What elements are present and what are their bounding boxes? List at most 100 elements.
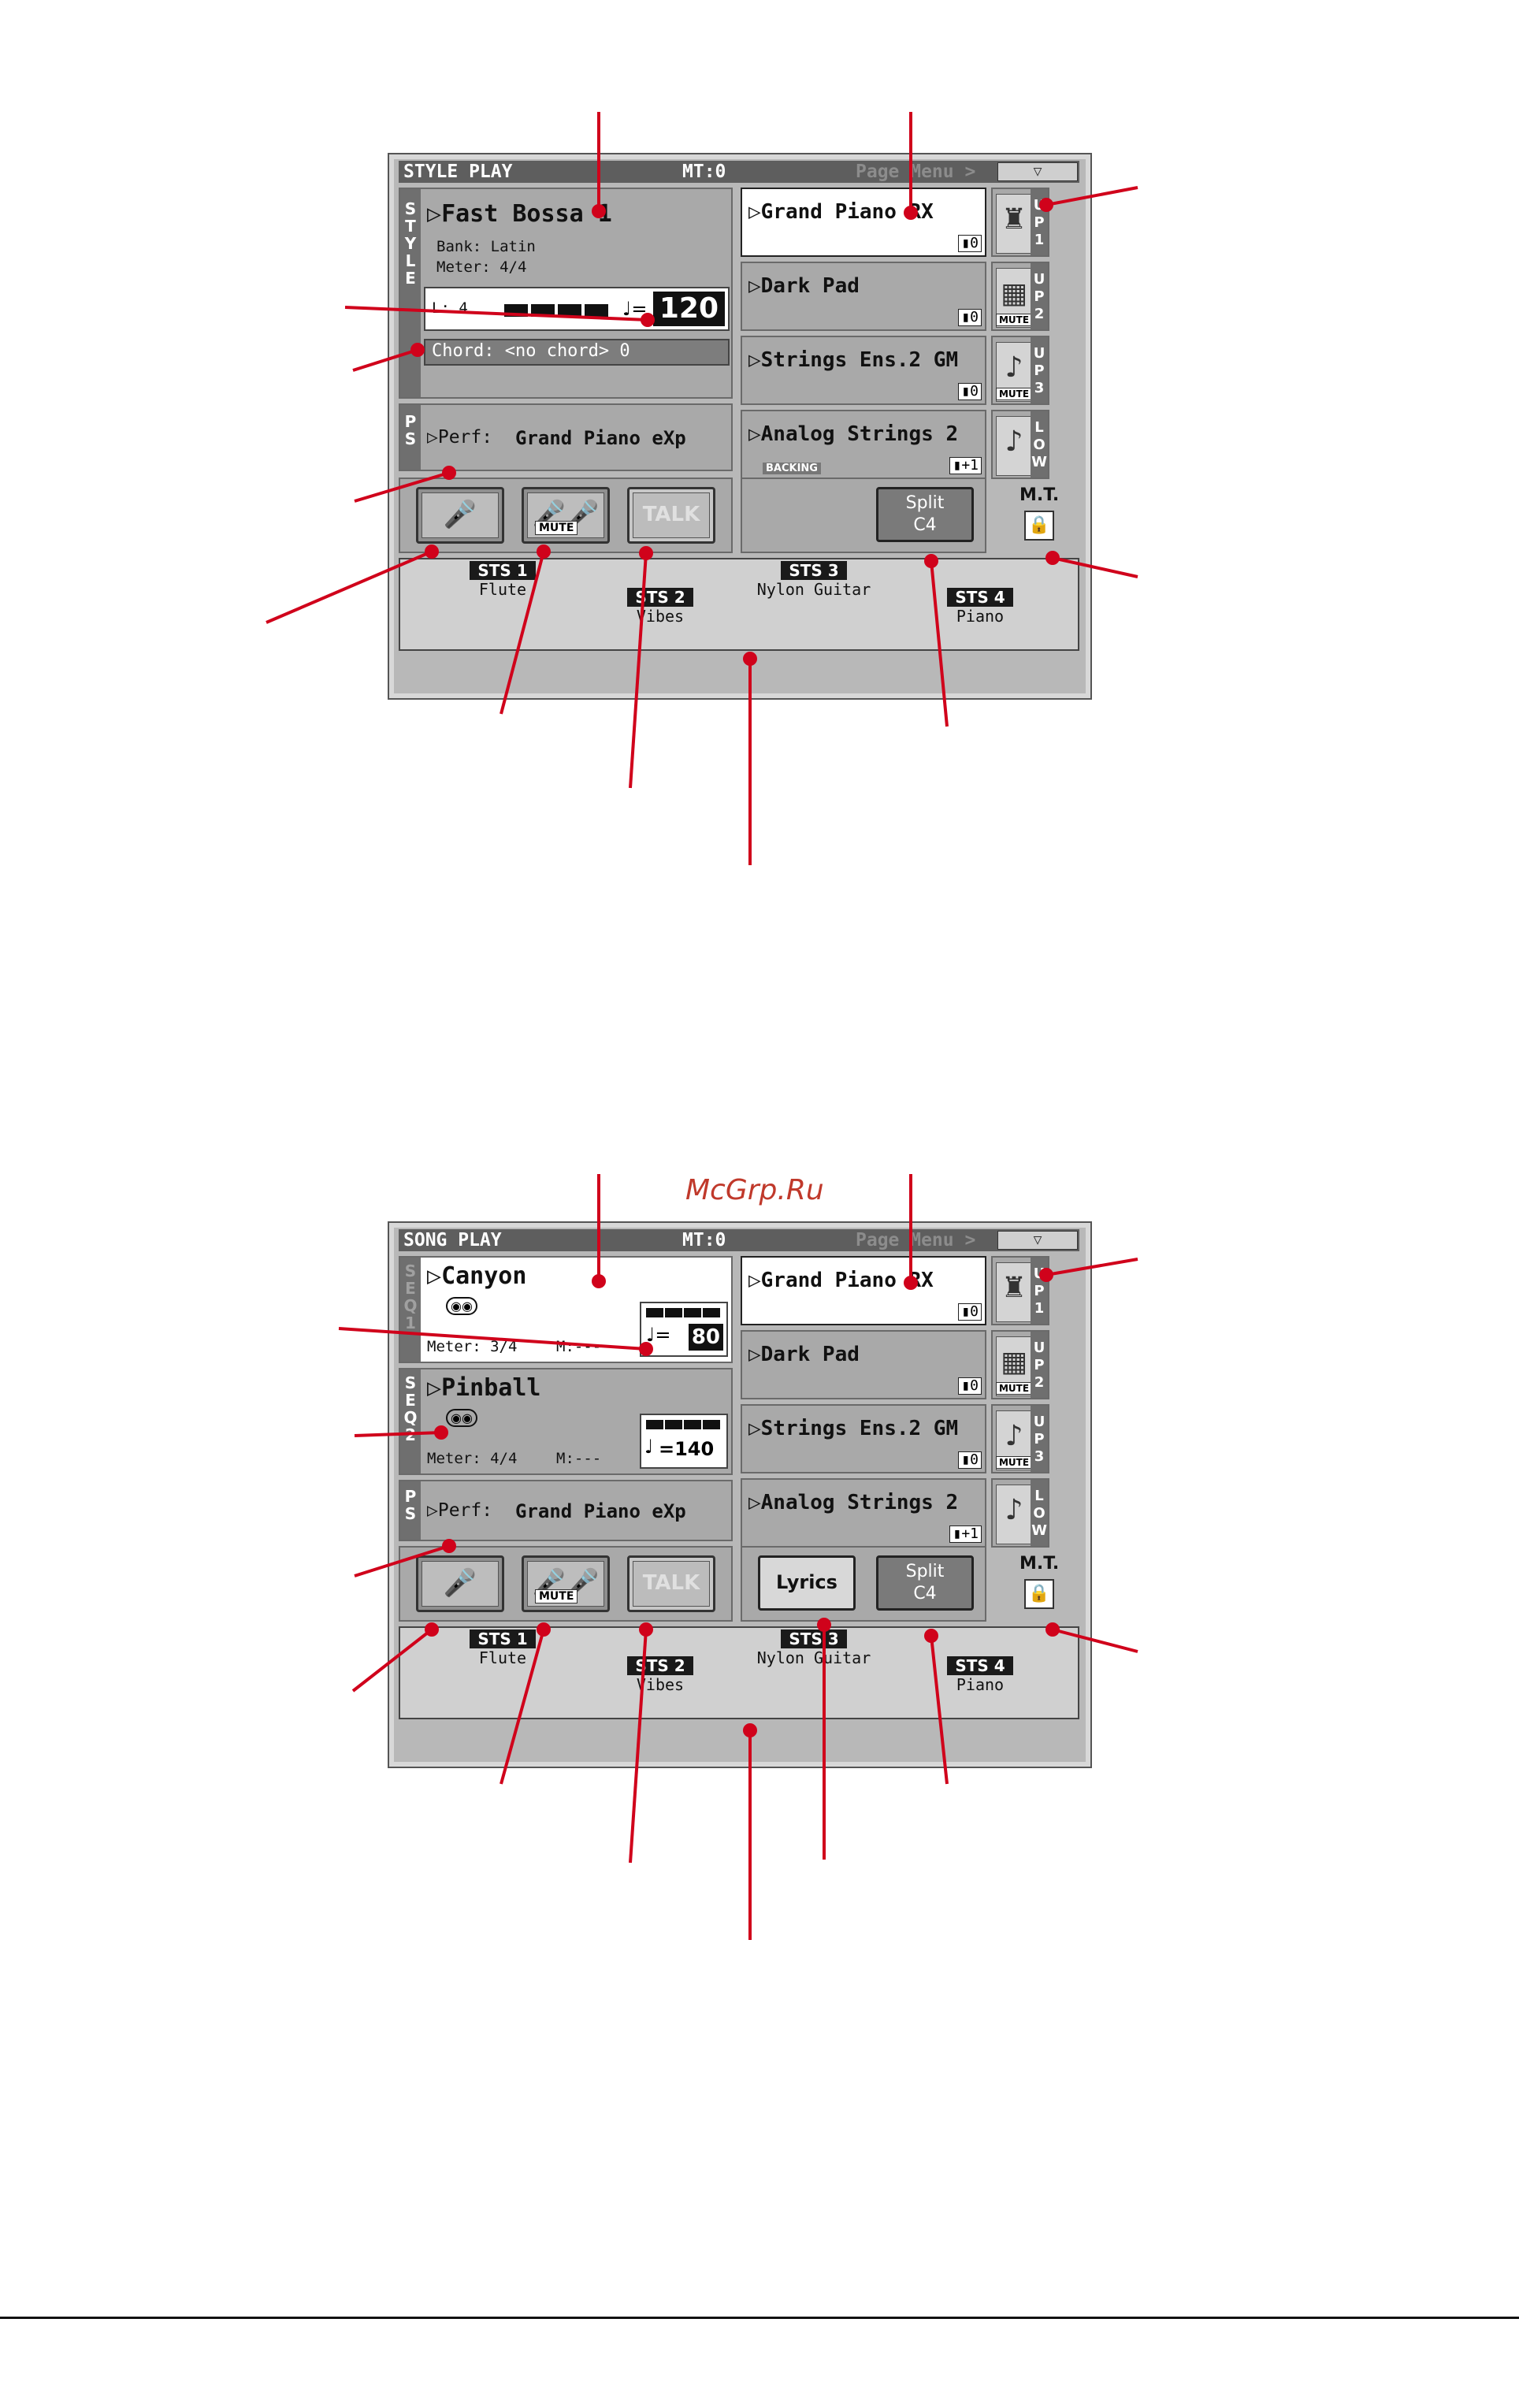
seq1-tempo-box[interactable]: ♩= 80 xyxy=(640,1302,728,1357)
style-meter: Meter: 4/4 xyxy=(436,258,527,276)
grand-piano-icon: ♜ xyxy=(996,194,1032,254)
mic-buttons-panel: 🎤 🎤🎤MUTE TALK xyxy=(399,478,733,553)
seq2-measure: M:--- xyxy=(556,1450,602,1467)
seq1-meter: Meter: 3/4 xyxy=(427,1338,518,1355)
octave-readout: ▮0 xyxy=(958,235,982,252)
track-upper-1[interactable]: ▷Grand Piano RX ▮0 xyxy=(741,188,986,257)
track-upper-2[interactable]: ▷Dark Pad ▮0 xyxy=(741,1330,986,1399)
quarter-note-icon: ♩= xyxy=(646,1324,671,1346)
triangle-down-icon: ▽ xyxy=(1033,1232,1042,1248)
beat-indicator xyxy=(646,1308,722,1317)
performance-name: Grand Piano eXp xyxy=(515,1500,686,1522)
octave-readout: ▮+1 xyxy=(949,1525,982,1543)
page-menu-button[interactable]: ▽ xyxy=(997,1231,1078,1250)
voice-mute-button[interactable]: 🎤🎤MUTE xyxy=(522,487,610,544)
performance-name: Grand Piano eXp xyxy=(515,427,686,449)
perf-label: ▷Perf: xyxy=(427,1500,493,1521)
talk-button[interactable]: TALK xyxy=(627,487,715,544)
song-2-name[interactable]: ▷Pinball xyxy=(427,1374,541,1402)
track-lower[interactable]: ▷Analog Strings 2 BACKING ▮+1 xyxy=(741,410,986,479)
microphone-icon: 🎤 xyxy=(422,492,499,538)
mic-on-button[interactable]: 🎤 xyxy=(416,1555,504,1612)
page-menu-button[interactable]: ▽ xyxy=(997,162,1078,181)
mt-label: M.T. xyxy=(1019,1554,1060,1574)
perf-label: ▷Perf: xyxy=(427,427,493,448)
beat-indicator xyxy=(504,304,611,317)
grand-piano-icon: ♜ xyxy=(996,1262,1032,1322)
watermark-text: McGrp.Ru xyxy=(685,1174,824,1206)
mute-badge: MUTE xyxy=(996,1382,1032,1395)
microphone-icon: 🎤 xyxy=(422,1561,499,1607)
style-name[interactable]: ▷Fast Bossa 1 xyxy=(427,200,612,228)
length-readout: L: 4 xyxy=(432,299,468,317)
track-upper-1[interactable]: ▷Grand Piano RX ▮0 xyxy=(741,1256,986,1325)
master-transpose-readout: MT:0 xyxy=(682,1230,726,1250)
seq1-measure: M:--- xyxy=(556,1338,602,1355)
mt-label: M.T. xyxy=(1019,485,1060,505)
mute-badge: MUTE xyxy=(996,314,1032,326)
style-bank: Bank: Latin xyxy=(436,238,536,255)
track-lower[interactable]: ▷Analog Strings 2 ▮+1 xyxy=(741,1478,986,1548)
octave-readout: ▮0 xyxy=(958,1303,982,1321)
backing-badge: BACKING xyxy=(763,463,821,474)
chord-readout: Chord: <no chord> 0 xyxy=(424,339,730,366)
lock-icon[interactable]: 🔒 xyxy=(1024,511,1054,541)
seq2-tempo-value: =140 xyxy=(659,1438,715,1460)
seq2-meter: Meter: 4/4 xyxy=(427,1450,518,1467)
octave-readout: ▮0 xyxy=(958,309,982,326)
octave-readout: ▮+1 xyxy=(949,457,982,474)
song-1-name[interactable]: ▷Canyon xyxy=(427,1262,527,1290)
track-upper-3[interactable]: ▷Strings Ens.2 GM ▮0 xyxy=(741,336,986,405)
track-upper-3[interactable]: ▷Strings Ens.2 GM ▮0 xyxy=(741,1404,986,1473)
mute-badge: MUTE xyxy=(996,1456,1032,1469)
talk-button[interactable]: TALK xyxy=(627,1555,715,1612)
page-title: STYLE PLAY xyxy=(403,162,513,182)
quarter-note-icon: ♩ xyxy=(644,1436,654,1458)
mic-on-button[interactable]: 🎤 xyxy=(416,487,504,544)
violin-icon: ♪ xyxy=(996,1485,1032,1544)
track-upper-2[interactable]: ▷Dark Pad ▮0 xyxy=(741,262,986,331)
voice-mute-button[interactable]: 🎤🎤MUTE xyxy=(522,1555,610,1612)
midi-file-icon: ◉◉ xyxy=(446,1409,477,1427)
tempo-box[interactable]: L: 4 ♩= 120 xyxy=(424,287,730,331)
page-menu-label: Page Menu > xyxy=(856,1230,976,1250)
lock-icon[interactable]: 🔒 xyxy=(1024,1579,1054,1609)
mute-badge: MUTE xyxy=(996,388,1032,400)
seq2-tempo-box[interactable]: ♩ =140 xyxy=(640,1414,728,1469)
page-title: SONG PLAY xyxy=(403,1230,502,1250)
lyrics-button[interactable]: Lyrics xyxy=(758,1555,856,1611)
